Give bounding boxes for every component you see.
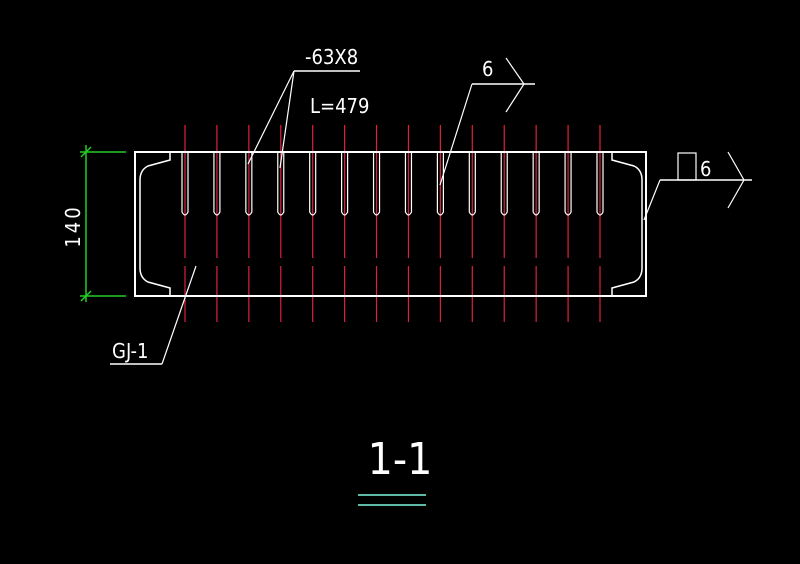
weld-tail-icon [727, 151, 745, 209]
leader-line [247, 70, 295, 165]
stiffener-plates [181, 152, 604, 216]
stiffener-plate [500, 152, 508, 216]
stiffener-plate [181, 152, 189, 216]
member-mark-text: GJ-1 [112, 339, 148, 363]
stiffener-plate [309, 152, 317, 216]
weld-size-right-text: 6 [700, 157, 711, 181]
stiffener-plate [564, 152, 572, 216]
stiffener-plate [372, 152, 381, 216]
dimension-height-text: 140 [61, 204, 85, 247]
fillet-weld-icon [677, 152, 697, 181]
height-dimension [80, 145, 126, 302]
weld-tail-icon [505, 57, 525, 113]
stiffener-plate [596, 152, 604, 216]
stiffener-plate [213, 152, 221, 216]
plate-length-text: L=479 [310, 94, 369, 118]
leader-line [161, 265, 197, 365]
stiffener-plate [404, 152, 413, 216]
stiffener-plate [436, 152, 444, 216]
stiffener-plate [532, 152, 540, 216]
plate-spec-text: -63X8 [305, 45, 358, 69]
weld-size-top-text: 6 [482, 57, 493, 81]
leader-line [279, 70, 295, 169]
member-outline [134, 151, 647, 297]
plate-centerlines [184, 125, 601, 322]
stiffener-plate [277, 152, 285, 216]
right-channel-section [611, 152, 643, 296]
left-channel-section [139, 152, 171, 296]
section-title: 1-1 [368, 434, 433, 485]
weld-leader-right [643, 179, 661, 221]
stiffener-plate [468, 152, 476, 216]
stiffener-plate [245, 152, 253, 216]
weld-leader [439, 83, 473, 186]
stiffener-plate [341, 152, 349, 216]
